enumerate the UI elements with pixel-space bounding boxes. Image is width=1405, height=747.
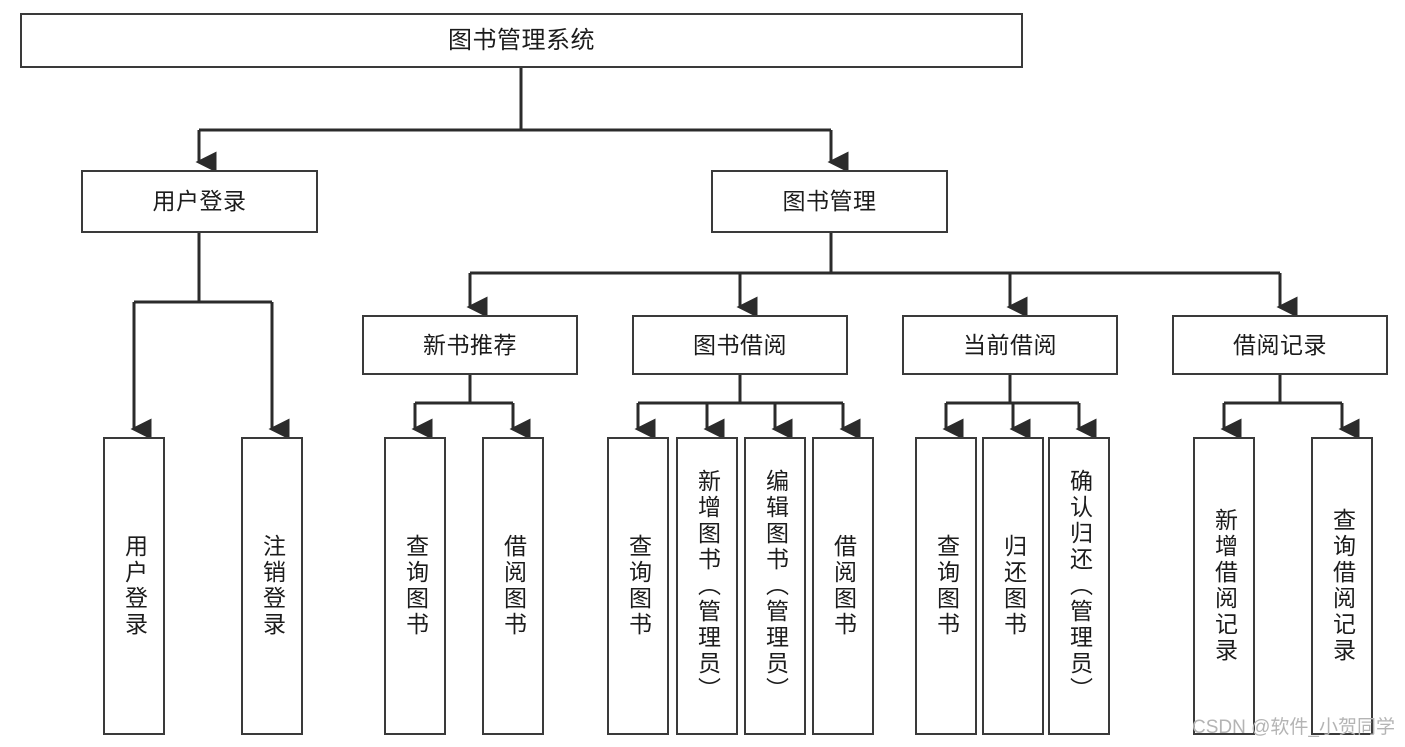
node-label: 查询图书 [402, 534, 429, 638]
node-label: 图书借阅 [693, 331, 787, 358]
leaf-book-borrow-borrow-book[interactable]: 借阅图书 [812, 437, 874, 735]
leaf-user-login-login[interactable]: 用户登录 [103, 437, 165, 735]
node-label: 查询图书 [933, 534, 960, 638]
node-book-borrow[interactable]: 图书借阅 [632, 315, 848, 375]
node-label: 确认归还（管理员） [1066, 469, 1093, 703]
node-label: 编辑图书（管理员） [762, 469, 789, 703]
leaf-user-login-logout[interactable]: 注销登录 [241, 437, 303, 735]
leaf-book-borrow-query-book[interactable]: 查询图书 [607, 437, 669, 735]
node-label: 查询借阅记录 [1329, 508, 1356, 664]
node-label: 用户登录 [152, 188, 247, 215]
node-label: 新增图书（管理员） [694, 469, 721, 703]
watermark: CSDN @软件_小贺同学 [1192, 717, 1395, 738]
node-label: 当前借阅 [963, 331, 1057, 358]
leaf-new-book-query-book[interactable]: 查询图书 [384, 437, 446, 735]
leaf-current-borrow-query-book[interactable]: 查询图书 [915, 437, 977, 735]
node-current-borrow[interactable]: 当前借阅 [902, 315, 1118, 375]
node-label: 新书推荐 [423, 331, 517, 358]
node-label: 借阅图书 [500, 534, 527, 638]
node-new-book-recommend[interactable]: 新书推荐 [362, 315, 578, 375]
node-label: 查询图书 [625, 534, 652, 638]
node-label: 图书管理系统 [448, 26, 595, 54]
leaf-book-borrow-add-book-admin[interactable]: 新增图书（管理员） [676, 437, 738, 735]
node-user-login[interactable]: 用户登录 [81, 170, 318, 233]
node-root-book-management-system[interactable]: 图书管理系统 [20, 13, 1023, 68]
leaf-borrow-record-add-record[interactable]: 新增借阅记录 [1193, 437, 1255, 735]
node-borrow-record[interactable]: 借阅记录 [1172, 315, 1388, 375]
leaf-borrow-record-query-record[interactable]: 查询借阅记录 [1311, 437, 1373, 735]
leaf-current-borrow-return-book[interactable]: 归还图书 [982, 437, 1044, 735]
leaf-new-book-borrow-book[interactable]: 借阅图书 [482, 437, 544, 735]
node-label: 图书管理 [782, 188, 877, 215]
node-label: 新增借阅记录 [1211, 508, 1238, 664]
node-label: 归还图书 [1000, 534, 1027, 638]
node-label: 用户登录 [121, 534, 148, 638]
leaf-book-borrow-edit-book-admin[interactable]: 编辑图书（管理员） [744, 437, 806, 735]
node-label: 借阅图书 [830, 534, 857, 638]
node-label: 借阅记录 [1233, 331, 1327, 358]
node-label: 注销登录 [259, 534, 286, 638]
leaf-current-borrow-confirm-return-admin[interactable]: 确认归还（管理员） [1048, 437, 1110, 735]
node-book-management[interactable]: 图书管理 [711, 170, 948, 233]
